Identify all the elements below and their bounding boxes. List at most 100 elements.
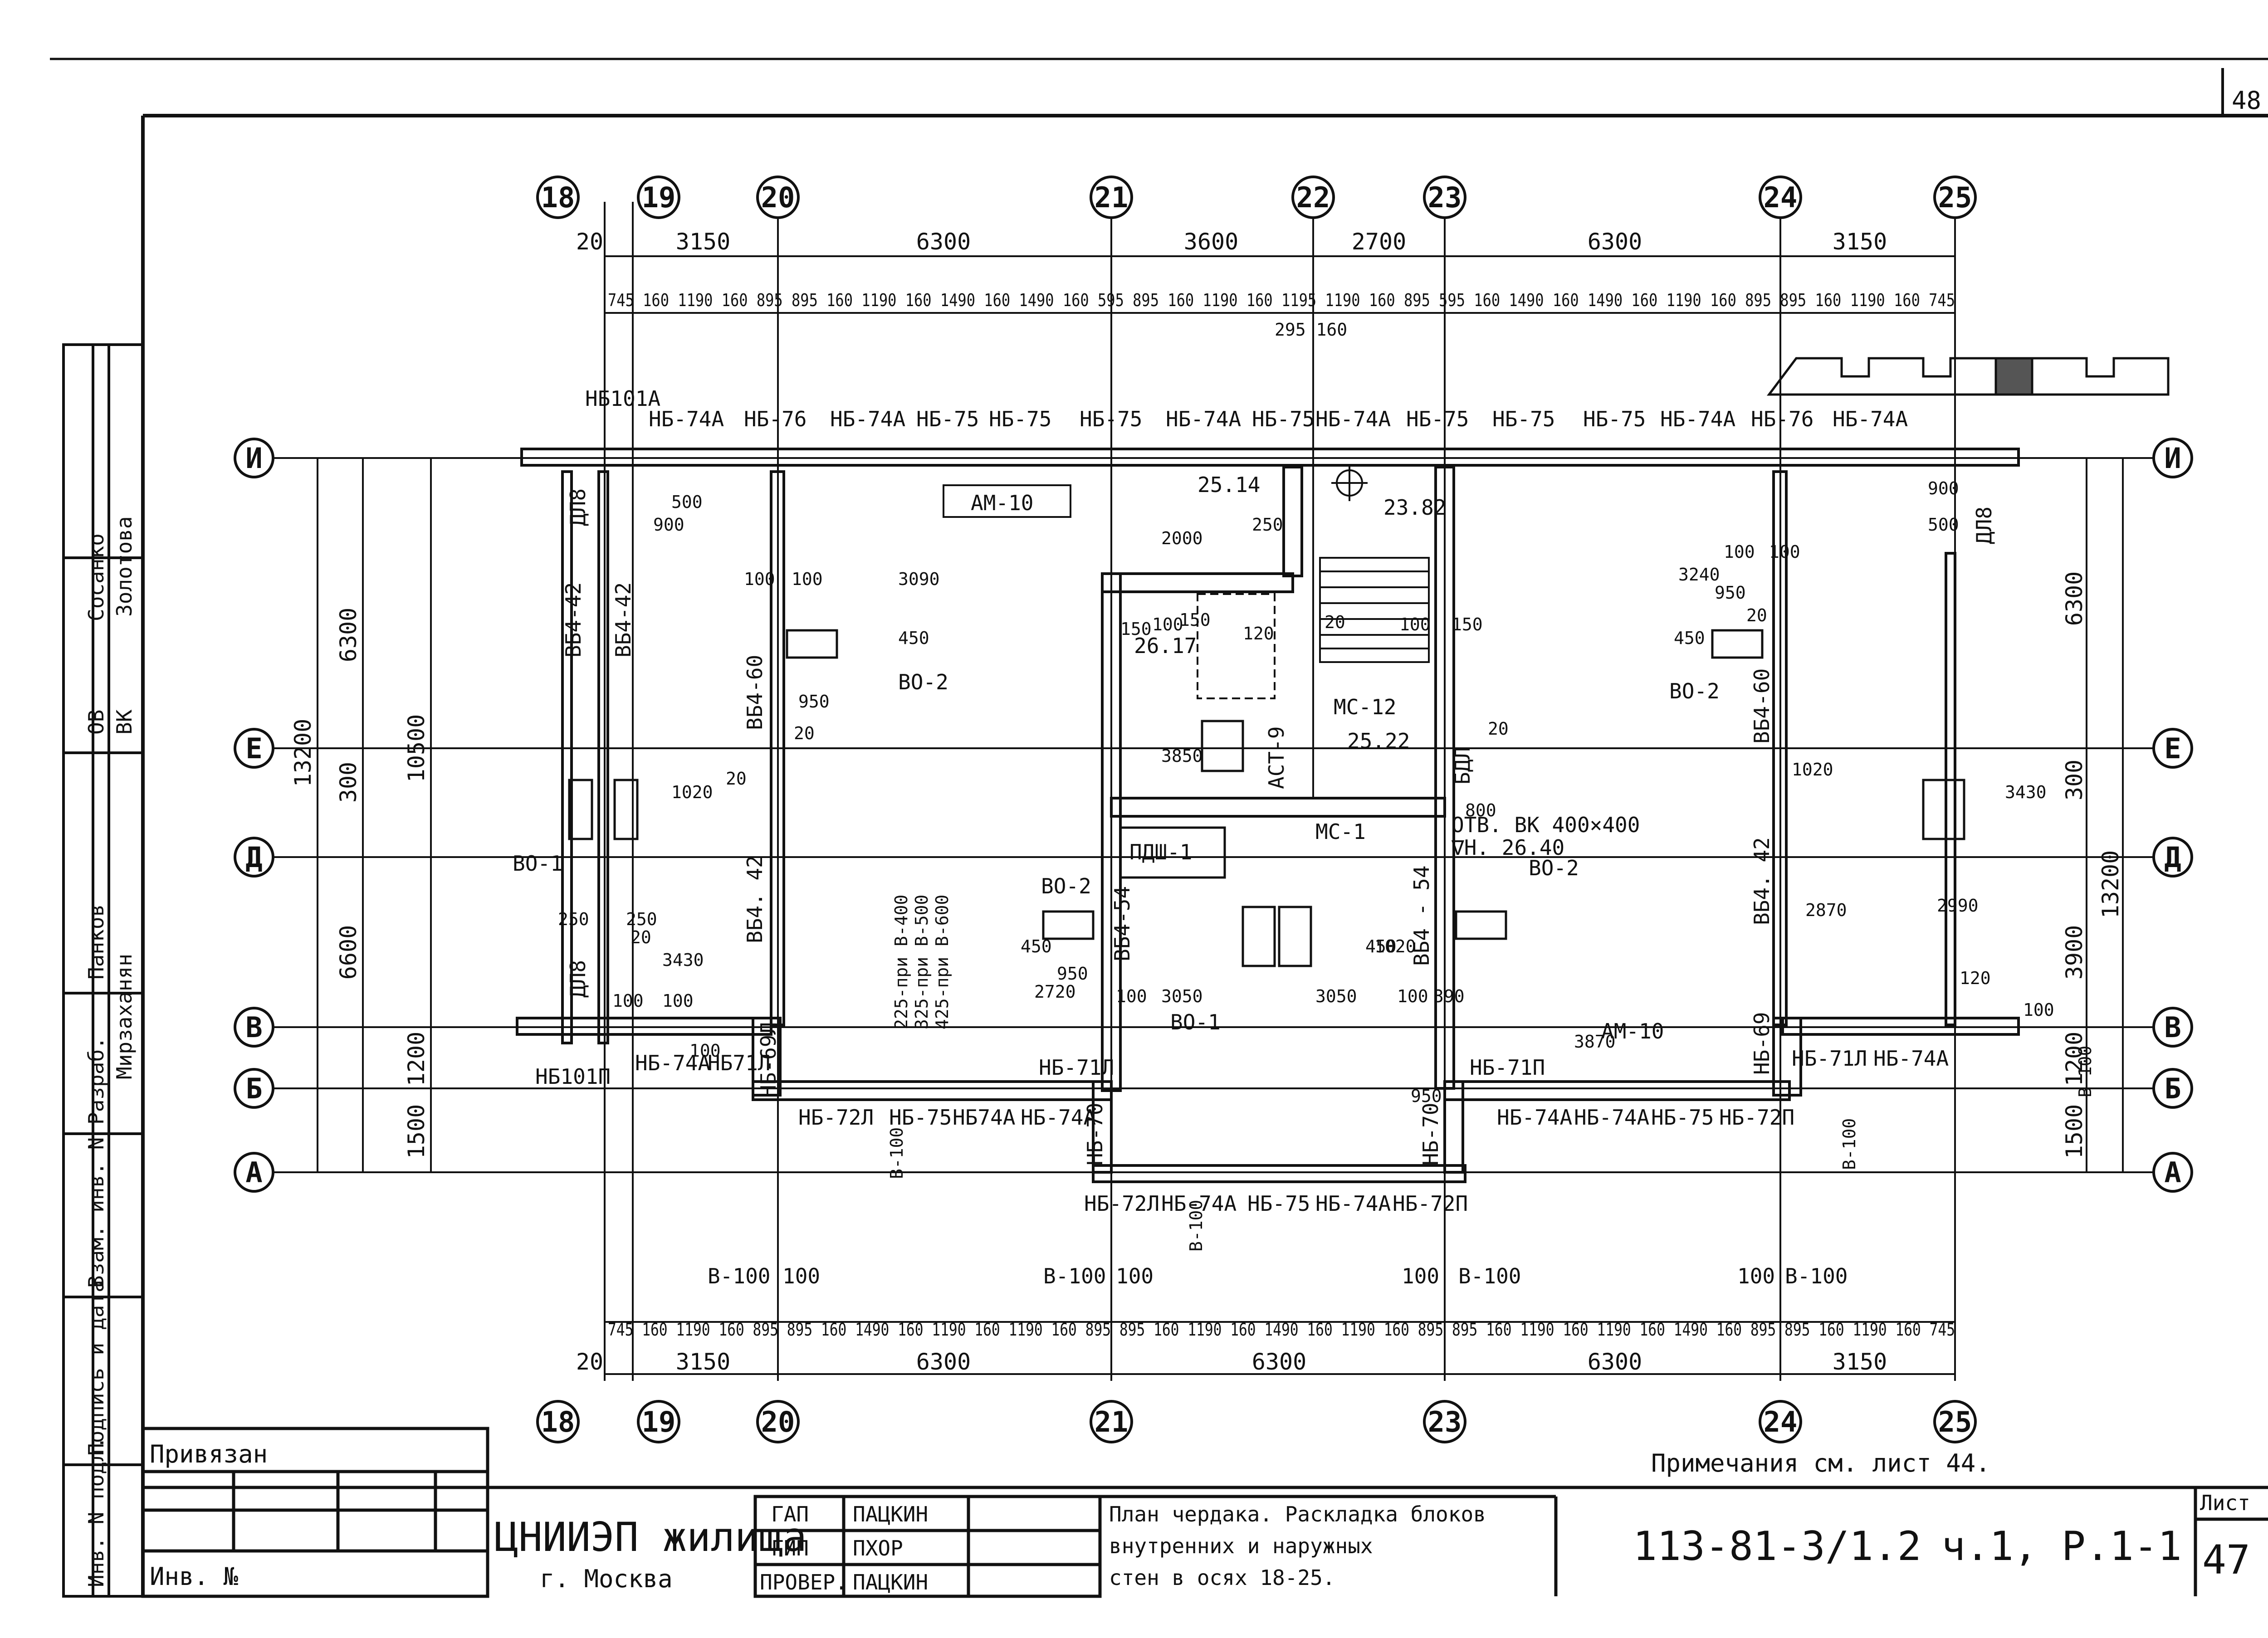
b100-4: 100: [1116, 1264, 1154, 1288]
axis-row-D-right: Д: [2164, 841, 2181, 874]
wall-bc-5: НБ-72П: [1393, 1191, 1468, 1216]
lev-2617: 26.17: [1134, 634, 1197, 658]
stamp-ov: ОВ: [84, 710, 108, 735]
axis-row-I-right: И: [2164, 442, 2181, 475]
dims-top-blocks: 745 160 1190 160 895 895 160 1190 160 14…: [608, 290, 1955, 310]
inner-dim-value: 150: [1120, 619, 1152, 639]
b100-c: В-100: [1186, 1200, 1206, 1252]
wall-bl-3: НБ74А: [953, 1105, 1015, 1130]
axis-top-23: 23: [1428, 181, 1462, 214]
dl8-b: ДЛ8: [566, 960, 590, 998]
inner-dim-value: 100: [1399, 614, 1431, 634]
inner-dim-value: 100: [792, 569, 823, 589]
inner-dim-value: 100: [689, 1041, 721, 1061]
inner-dim-value: 250: [626, 909, 657, 929]
inner-dim-value: 950: [1057, 964, 1088, 984]
element-labels: АМ-10 АМ-10 ВО-2 ВО-2 ВО-2 ВО-2 ВО-1 ВО-…: [513, 473, 2095, 1252]
dim-top-3150a: 3150: [676, 229, 730, 255]
nb74a-r: НБ-74А: [1873, 1046, 1949, 1071]
wall-bl-4: НБ-74А: [1021, 1105, 1096, 1130]
dim-top-6300b: 6300: [1588, 229, 1642, 255]
inner-dim-value: 3430: [662, 950, 704, 970]
wall-bl-1: НБ-72Л: [798, 1105, 874, 1130]
nb70r: НБ-70: [1418, 1103, 1443, 1165]
stamp-vzam: Взам. инв. N: [84, 1137, 108, 1288]
axis-row-V-right: В: [2164, 1011, 2181, 1044]
doc-code: 113-81-3/1.2: [1633, 1523, 1921, 1570]
b100-6: В-100: [1458, 1264, 1521, 1288]
axis-row-D-left: Д: [245, 841, 262, 874]
dim-left-1200: 1200: [403, 1032, 430, 1086]
nb101p-label: НБ101П: [535, 1064, 611, 1089]
axis-row-B-right: Б: [2164, 1072, 2181, 1105]
axis-row-E-left: Е: [245, 732, 262, 765]
inner-dim-value: 3050: [1315, 986, 1357, 1006]
inner-dim-value: 900: [1928, 478, 1959, 498]
inner-dim-value: 2000: [1161, 528, 1203, 548]
wall-labels-bottom: НБ101П НБ-72Л НБ-75 НБ74А НБ-74А НБ-72Л …: [535, 1046, 1949, 1216]
vb4-42-r: ВБ4. 42: [1750, 837, 1774, 925]
name-2: ПХОР: [853, 1536, 903, 1560]
inner-dim-value: 20: [631, 927, 651, 947]
wall-top-5: НБ-75: [989, 407, 1051, 431]
dim-left-13200: 13200: [290, 719, 316, 787]
dim-top-20: 20: [576, 229, 603, 255]
b100-5: 100: [1402, 1264, 1439, 1288]
axis-labels: 18 19 20 21 22 23 24 25 18 19 20 21 23 2…: [245, 181, 2181, 1438]
vent-openings: [568, 629, 1965, 967]
vb4-42-b: ВБ4-42: [611, 582, 635, 658]
axis-top-20: 20: [761, 181, 795, 214]
dims-bottom-b100: В-100 100 В-100 100 100 В-100 100 В-100: [708, 1264, 1848, 1288]
dims-left: 6300 300 6600 1200 1500 13200 10500: [290, 608, 430, 1159]
vb4-60-l: ВБ4-60: [743, 655, 767, 730]
org-line2: г. Москва: [540, 1565, 673, 1593]
ms12: МС-12: [1334, 695, 1396, 719]
side-stamp-texts: Инв. N подл. Подпись и дата Взам. инв. N…: [84, 516, 137, 1587]
inner-dim-value: 20: [1325, 612, 1345, 632]
b100-l: В-100: [887, 1127, 907, 1179]
vo2-4: ВО-2: [1529, 856, 1579, 880]
inner-dim-value: 120: [1960, 968, 1991, 988]
inner-dim-value: 3870: [1574, 1032, 1616, 1052]
title-line-3: стен в осях 18-25.: [1109, 1565, 1335, 1590]
inner-dim-value: 2720: [1034, 982, 1076, 1002]
stamp-sosanko: Сосанко: [84, 533, 108, 621]
axis-bottom-23: 23: [1428, 1405, 1462, 1438]
axis-bottom-25: 25: [1938, 1405, 1972, 1438]
pr-b: 325-при В-500: [912, 895, 932, 1029]
axis-bottom-20: 20: [761, 1405, 795, 1438]
inner-dim-value: 150: [1452, 614, 1483, 634]
axis-row-A-left: А: [245, 1156, 262, 1189]
inner-dim-value: 3850: [1161, 746, 1203, 766]
inner-dim-value: 20: [1746, 605, 1767, 625]
inner-dim-value: 450: [1365, 936, 1397, 956]
otv: ОТВ. ВК 400×400: [1452, 813, 1640, 837]
bdl: БДЛ: [1450, 747, 1475, 785]
role-gap: ГАП: [771, 1502, 809, 1526]
axis-top-24: 24: [1764, 181, 1798, 214]
axis-bubbles-top: [536, 176, 1977, 219]
dim-left-300: 300: [335, 762, 362, 803]
inv-no: Инв. №: [150, 1562, 239, 1591]
dims-top-extra: 295 160: [1275, 320, 1347, 340]
inner-dim-value: 950: [1411, 1086, 1442, 1106]
dim-left-6600: 6600: [335, 925, 362, 980]
b100-8: В-100: [1785, 1264, 1848, 1288]
axis-bubbles-rows: [234, 438, 2193, 1193]
vb4-60-r: ВБ4-60: [1750, 668, 1774, 744]
vb4-54-l: ВБ4-54: [1110, 886, 1134, 961]
inner-dim-value: 900: [653, 515, 684, 535]
inner-dim-value: 950: [798, 692, 830, 712]
inner-dim-value: 2870: [1805, 900, 1847, 920]
dim-right-13200: 13200: [2097, 850, 2124, 919]
axis-top-19: 19: [642, 181, 676, 214]
inner-dim-value: 950: [1715, 583, 1746, 603]
inner-dim-value: 100: [1152, 614, 1183, 634]
stamp-vk: ВК: [112, 709, 137, 735]
title-line-1: План чердака. Раскладка блоков: [1109, 1502, 1486, 1526]
b100-2: 100: [782, 1264, 820, 1288]
ast9: АСТ-9: [1264, 726, 1289, 789]
dim-right-300: 300: [2061, 760, 2087, 800]
